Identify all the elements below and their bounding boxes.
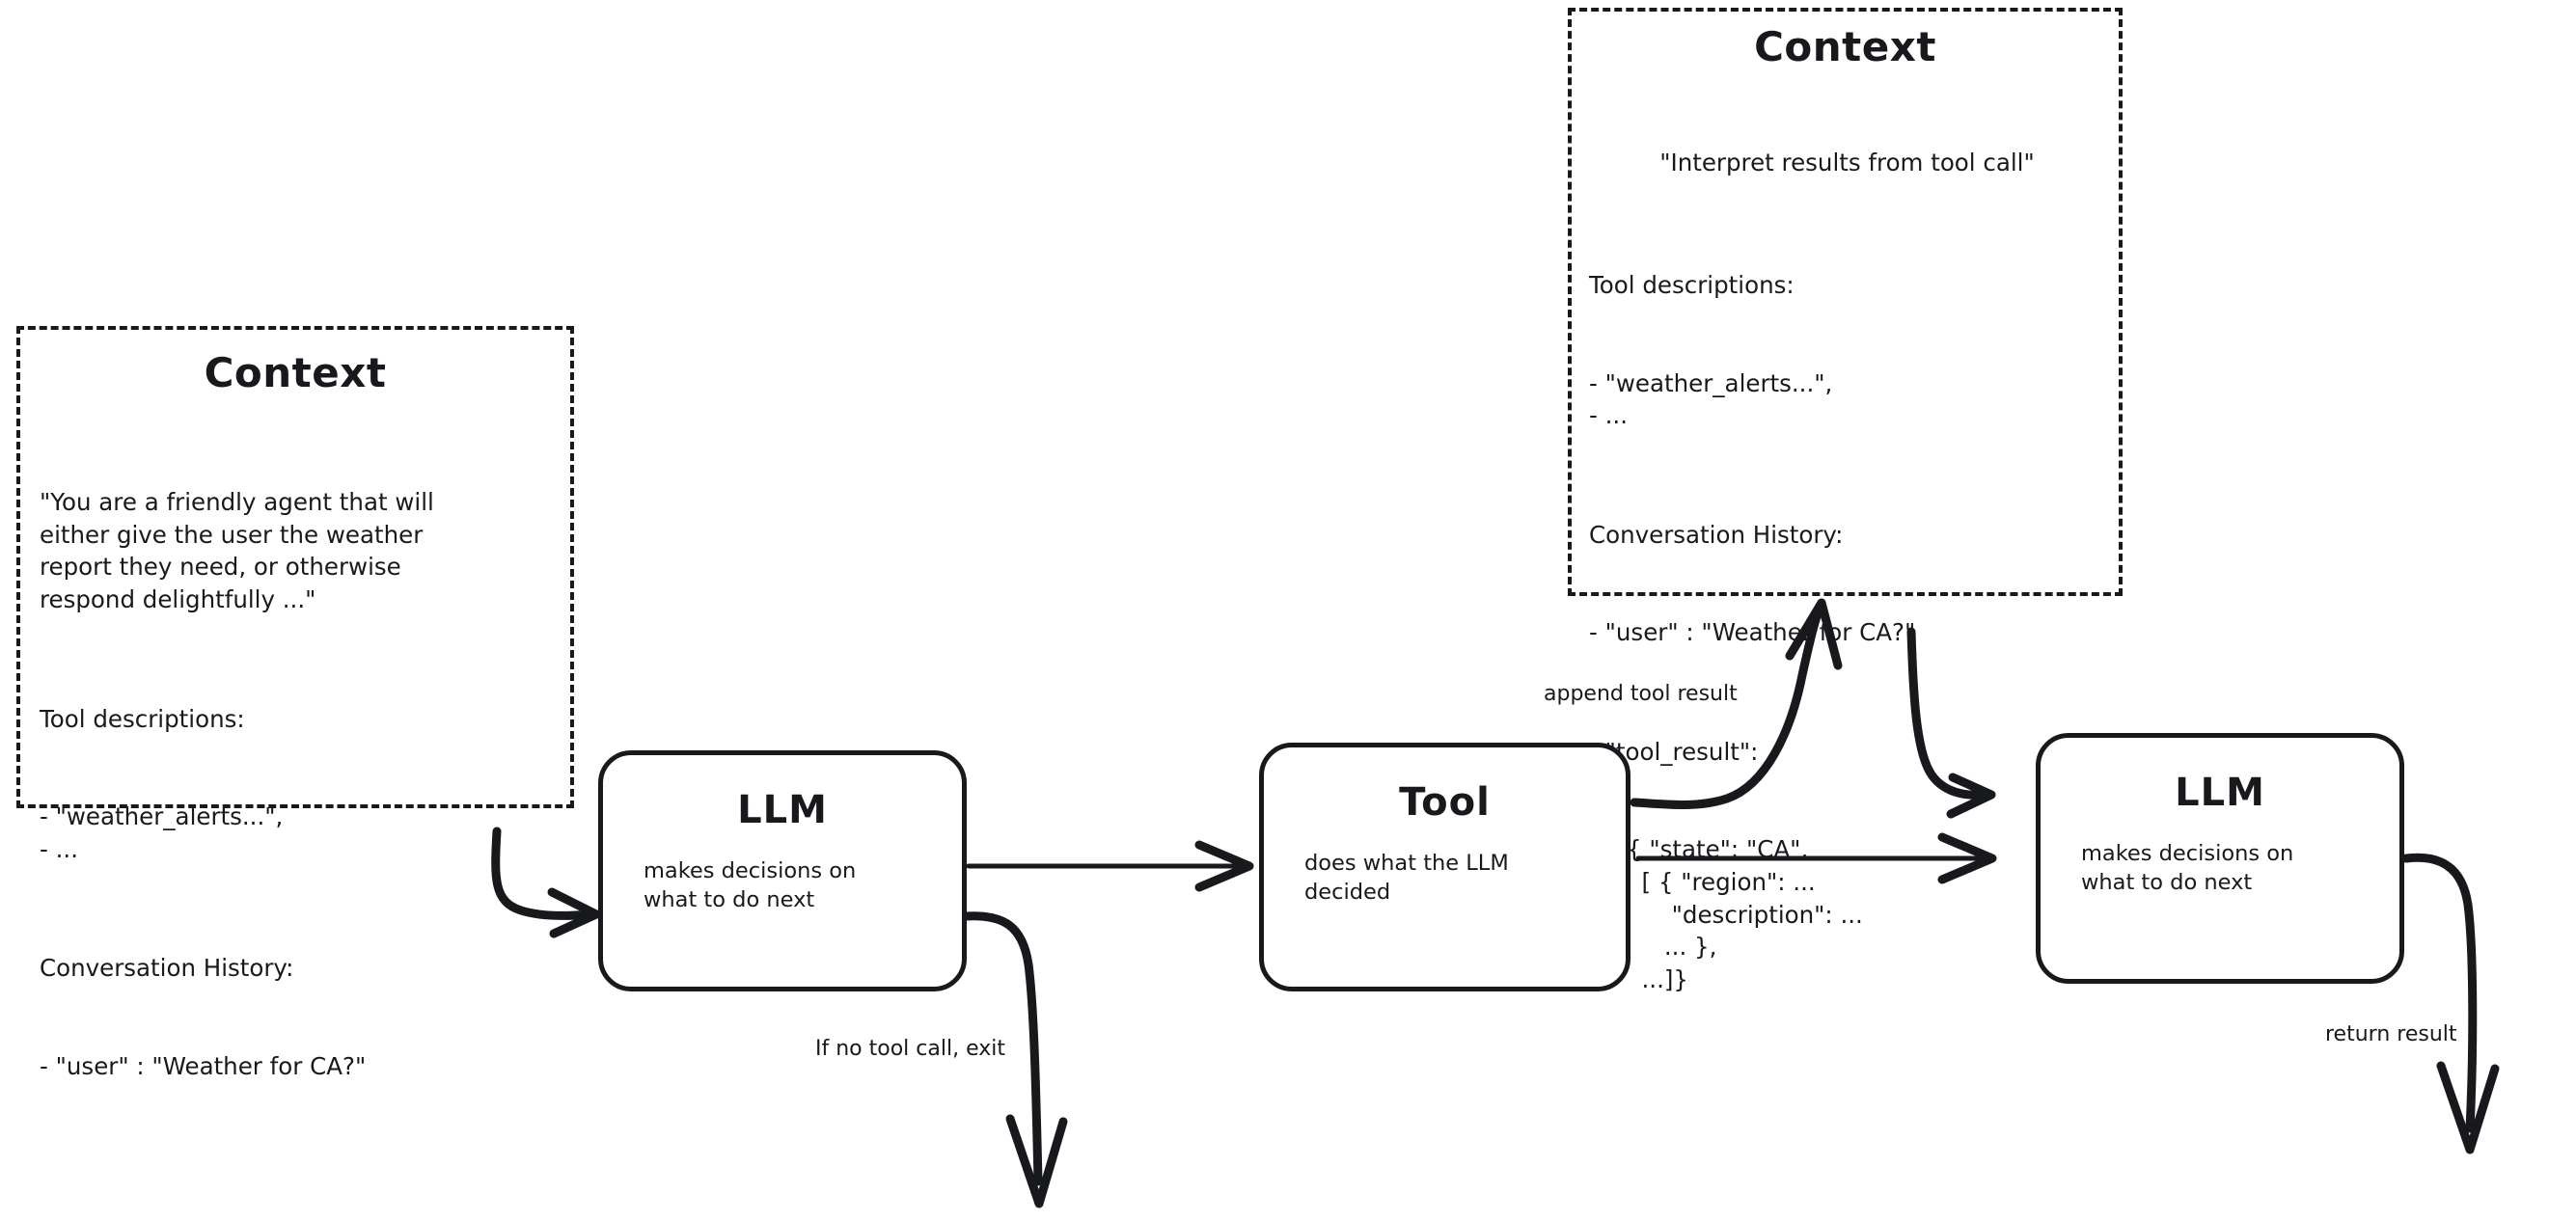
edge-label-append-tool-result: append tool result (1544, 682, 1738, 706)
context-left-tools-items: - "weather_alerts...", - ... (40, 801, 284, 863)
context-right-conversation-user: - "user" : "Weather for CA?" (1589, 618, 1916, 647)
context-right-tools-heading: Tool descriptions: (1589, 271, 1795, 300)
context-box-right: Context "Interpret results from tool cal… (1568, 8, 2123, 993)
node-llm-1-title: LLM (737, 788, 828, 832)
context-left-title: Context (204, 349, 387, 396)
arrow-llm1-to-tool (966, 840, 1254, 892)
context-right-system-prompt: "Interpret results from tool call" (1659, 148, 2035, 176)
node-tool[interactable]: Tool does what the LLM decided (1259, 743, 1631, 991)
context-right-conversation-heading: Conversation History: (1589, 520, 1844, 549)
node-llm-1-subtitle: makes decisions on what to do next (644, 858, 857, 912)
context-left-system-prompt: "You are a friendly agent that will eith… (40, 487, 434, 614)
node-llm-2[interactable]: LLM makes decisions on what to do next (2036, 733, 2404, 984)
edge-label-if-no-tool-call-exit: If no tool call, exit (815, 1037, 1005, 1061)
node-llm-2-subtitle: makes decisions on what to do next (2081, 841, 2294, 895)
context-left-body: "You are a friendly agent that will eith… (20, 421, 570, 1148)
edge-label-return-result: return result (2325, 1022, 2457, 1046)
context-left-tools-heading: Tool descriptions: (40, 704, 245, 733)
context-right-title: Context (1754, 23, 1936, 70)
node-llm-2-title: LLM (2175, 771, 2265, 815)
context-right-tool-result-key: - "tool_result": (1589, 737, 1759, 766)
node-tool-title: Tool (1399, 780, 1491, 825)
context-right-tools-items: - "weather_alerts...", - ... (1589, 368, 1833, 430)
context-left-conversation-items: - "user" : "Weather for CA?" (40, 1051, 367, 1080)
context-left-conversation-heading: Conversation History: (40, 954, 294, 983)
context-right-tool-result-body: { "state": "CA", [ { "region": ... "desc… (1626, 834, 1863, 994)
node-llm-1[interactable]: LLM makes decisions on what to do next (598, 750, 967, 991)
node-tool-subtitle: does what the LLM decided (1304, 851, 1509, 905)
arrow-llm2-return-result (2401, 853, 2500, 1154)
context-box-left: Context "You are a friendly agent that w… (16, 326, 574, 1080)
